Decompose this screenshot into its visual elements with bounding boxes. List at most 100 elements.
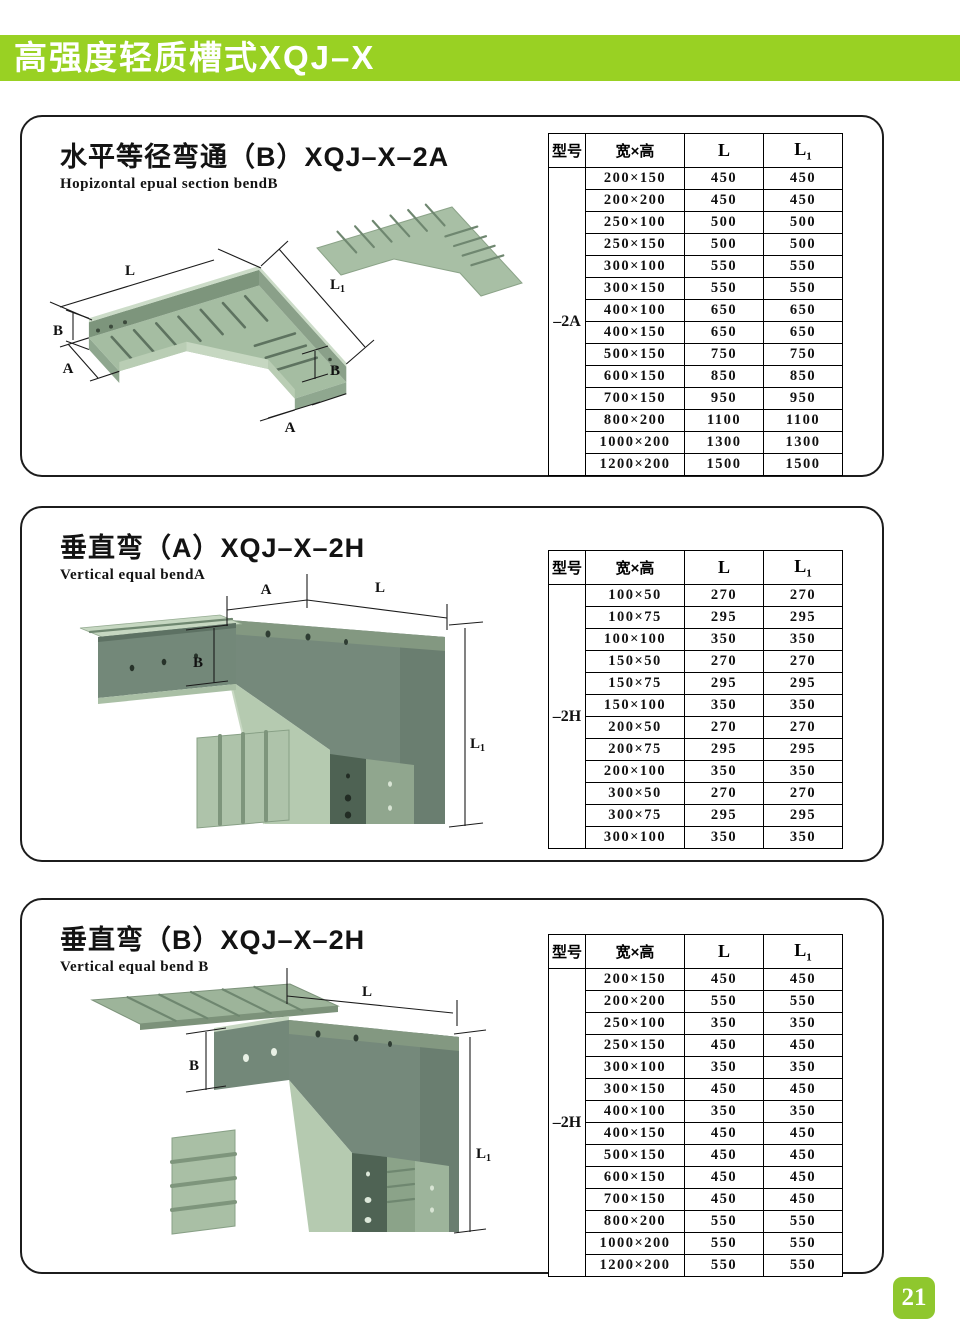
l-cell: 550 xyxy=(684,990,764,1013)
col-header-model: 型号 xyxy=(548,934,586,969)
tray-cover xyxy=(316,203,523,297)
l-cell: 450 xyxy=(684,968,764,991)
size-cell: 150×50 xyxy=(585,650,685,673)
l-cell: 350 xyxy=(684,1012,764,1035)
page-number: 21 xyxy=(901,1284,927,1311)
l-cell: 295 xyxy=(684,606,764,629)
tray-body xyxy=(88,266,347,410)
size-cell: 100×50 xyxy=(585,584,685,607)
l1-cell: 350 xyxy=(763,826,843,849)
page-banner-title: 高强度轻质槽式XQJ–X xyxy=(14,39,376,76)
dim-label-l1: L1 xyxy=(330,277,345,295)
dim-label-l1: L1 xyxy=(470,736,485,754)
l-cell: 1500 xyxy=(684,453,764,476)
dim-label-l: L xyxy=(362,984,372,1000)
size-cell: 1200×200 xyxy=(585,453,685,476)
bolt-holes xyxy=(315,1030,392,1047)
col-header-l1-sub: 1 xyxy=(806,567,812,580)
l1-cell: 450 xyxy=(763,1188,843,1211)
l-cell: 350 xyxy=(684,826,764,849)
dim-label-b: B xyxy=(193,655,203,671)
size-cell: 200×75 xyxy=(585,738,685,761)
page-banner: 高强度轻质槽式XQJ–X xyxy=(0,35,960,81)
table-header-row: 型号 宽×高 L L1 xyxy=(548,133,843,168)
cover-sheet xyxy=(90,983,340,1030)
l1-cell: 850 xyxy=(763,365,843,388)
l-cell: 950 xyxy=(684,387,764,410)
size-cell: 200×200 xyxy=(585,189,685,212)
l1-cell: 295 xyxy=(763,804,843,827)
l-cell: 295 xyxy=(684,804,764,827)
section1-subtitle: Hopizontal epual section bendB xyxy=(60,176,278,192)
size-cell: 200×100 xyxy=(585,760,685,783)
size-cell: 700×150 xyxy=(585,1188,685,1211)
l1-cell: 270 xyxy=(763,782,843,805)
model-cell: –2A xyxy=(548,167,586,476)
dim-label-l: L xyxy=(375,580,385,596)
tray-ribs xyxy=(110,295,319,372)
col-header-l: L xyxy=(684,550,764,585)
l1-cell: 550 xyxy=(763,277,843,300)
l-cell: 450 xyxy=(684,1188,764,1211)
l1-cell: 550 xyxy=(763,1210,843,1233)
l-cell: 270 xyxy=(684,782,764,805)
rivet-holes xyxy=(96,320,338,370)
l-cell: 1100 xyxy=(684,409,764,432)
size-cell: 800×200 xyxy=(585,1210,685,1233)
size-cell: 300×150 xyxy=(585,1078,685,1101)
dim-l1-sub: 1 xyxy=(340,284,345,295)
size-cell: 500×150 xyxy=(585,1144,685,1167)
l1-cell: 450 xyxy=(763,1034,843,1057)
l-cell: 550 xyxy=(684,1210,764,1233)
size-cell: 250×150 xyxy=(585,1034,685,1057)
l1-cell: 350 xyxy=(763,694,843,717)
dim-label-l1: L1 xyxy=(476,1146,491,1164)
l1-cell: 650 xyxy=(763,299,843,322)
dimension-lines: L B L1 xyxy=(185,968,491,1234)
l-cell: 450 xyxy=(684,1034,764,1057)
cover-ribs xyxy=(126,985,304,1022)
l-cell: 500 xyxy=(684,211,764,234)
l-cell: 550 xyxy=(684,255,764,278)
horizontal-channel xyxy=(79,614,243,704)
size-cell: 1000×200 xyxy=(585,431,685,454)
l1-cell: 450 xyxy=(763,189,843,212)
page-number-badge: 21 xyxy=(893,1277,935,1319)
vertical-bend-b-illustration: L B L1 xyxy=(90,968,491,1235)
l1-cell: 270 xyxy=(763,650,843,673)
section2-title-block: 垂直弯（A）XQJ–X–2H Vertical equal bendA xyxy=(60,526,365,584)
channel-holes xyxy=(344,773,352,819)
size-cell: 200×50 xyxy=(585,716,685,739)
l-cell: 270 xyxy=(684,650,764,673)
col-header-l1-main: L xyxy=(794,555,807,576)
l1-cell: 270 xyxy=(763,716,843,739)
l1-cell: 1100 xyxy=(763,409,843,432)
l-cell: 350 xyxy=(684,694,764,717)
col-header-size: 宽×高 xyxy=(585,133,685,168)
l1-cell: 450 xyxy=(763,1078,843,1101)
col-header-l1-sub: 1 xyxy=(806,951,812,964)
l-cell: 450 xyxy=(684,1144,764,1167)
l-cell: 450 xyxy=(684,1078,764,1101)
dim-l1-sub: 1 xyxy=(480,743,485,754)
section3-subtitle: Vertical equal bend B xyxy=(60,959,209,975)
size-cell: 700×150 xyxy=(585,387,685,410)
size-cell: 400×150 xyxy=(585,321,685,344)
col-header-l1: L1 xyxy=(763,550,843,585)
l-cell: 450 xyxy=(684,167,764,190)
